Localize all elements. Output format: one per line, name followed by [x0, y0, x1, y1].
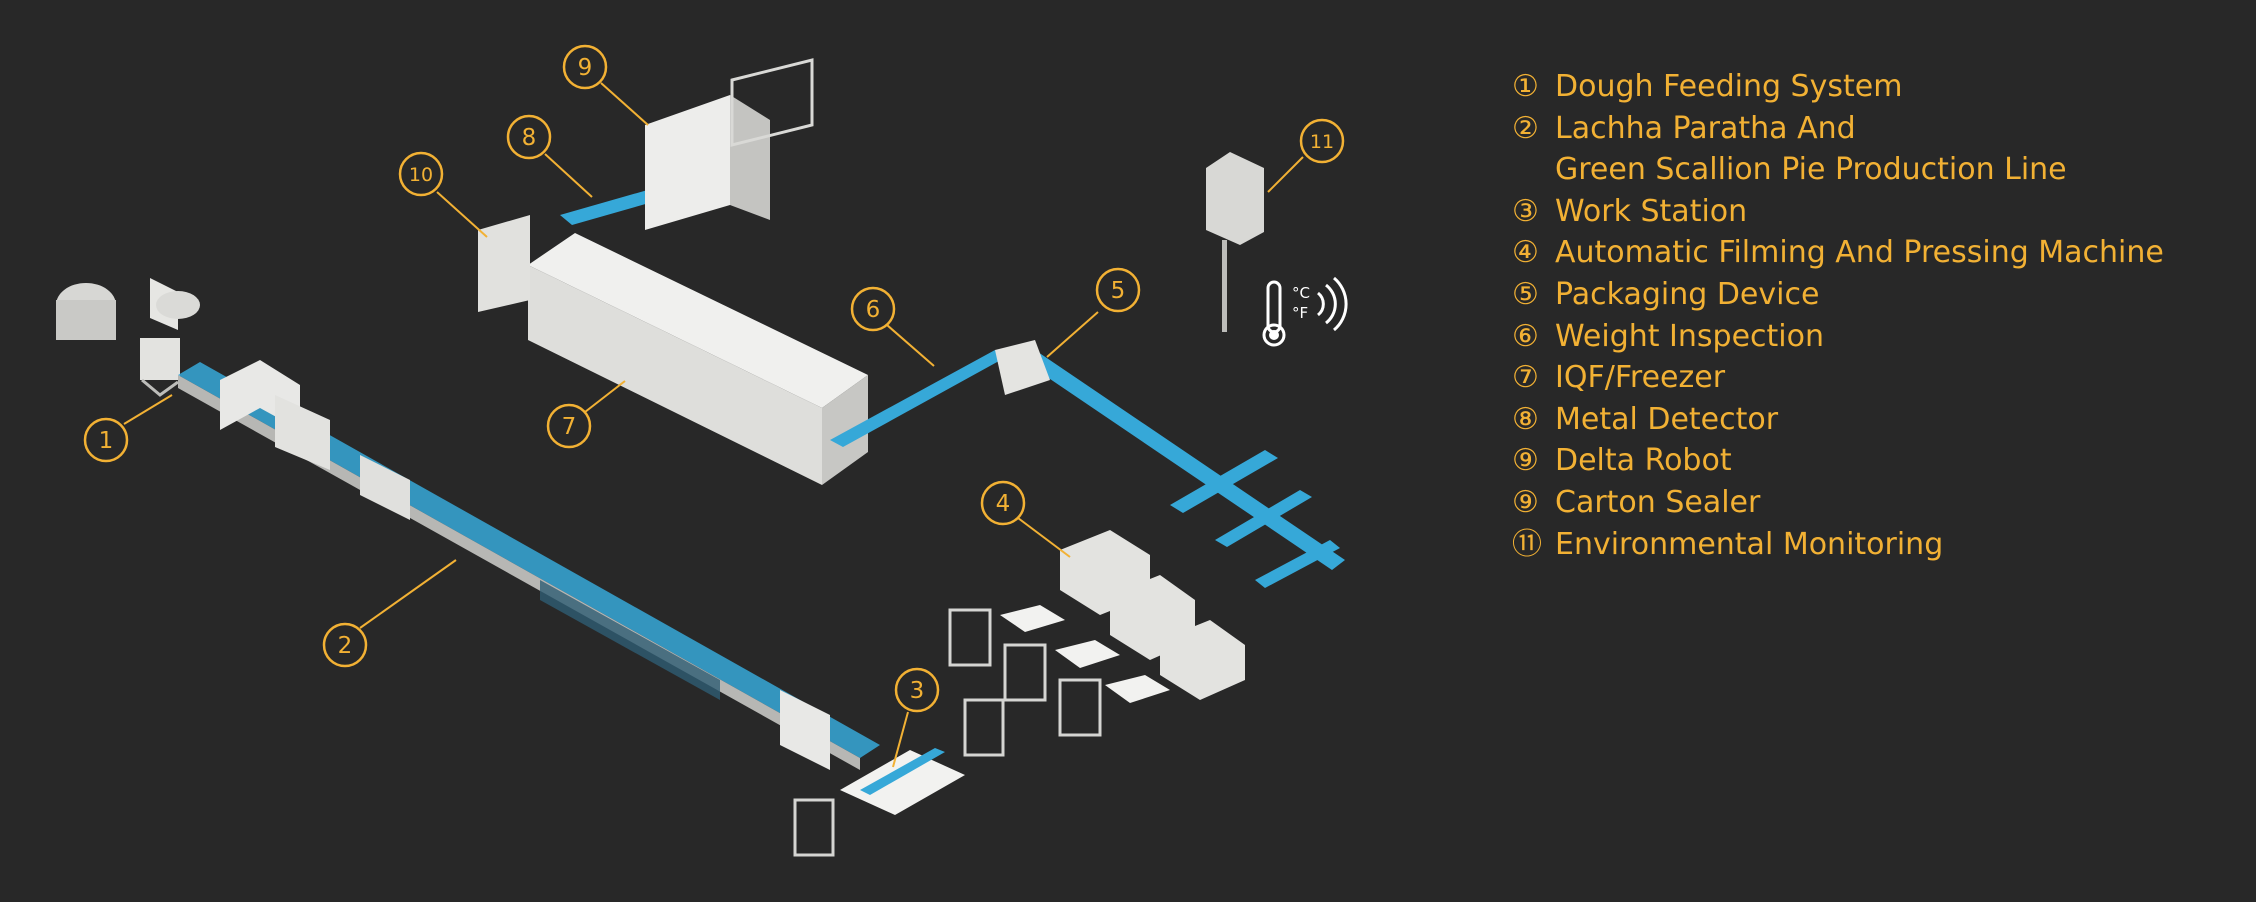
callout-7: 7 [546, 380, 626, 449]
environmental-monitor-illustration [1206, 152, 1264, 332]
legend-item-environmental-monitoring: ⑪ Environmental Monitoring [1512, 524, 2164, 566]
legend-number: ⑦ [1512, 360, 1539, 396]
callout-1-label: 1 [99, 428, 114, 454]
legend-item-packaging: ⑤ Packaging Device [1512, 274, 2164, 316]
work-station-illustration [793, 605, 1170, 857]
callout-6: 6 [850, 286, 935, 367]
wireless-signal-icon [1316, 276, 1348, 332]
callout-11-label: 11 [1310, 131, 1334, 153]
legend-text: Lachha Paratha And Green Scallion Pie Pr… [1555, 110, 2067, 188]
upper-packing-illustration [478, 58, 814, 312]
callout-7-label: 7 [562, 414, 577, 440]
legend-item-paratha-line: ② Lachha Paratha And Green Scallion Pie … [1512, 108, 2164, 191]
legend-text: Carton Sealer [1555, 484, 1761, 520]
legend-text: Work Station [1555, 193, 1748, 229]
callout-8-label: 8 [522, 125, 537, 151]
legend-item-weight-inspection: ⑥ Weight Inspection [1512, 316, 2164, 358]
legend-item-carton-sealer: ⑨ Carton Sealer [1512, 482, 2164, 524]
legend-item-metal-detector: ⑧ Metal Detector [1512, 399, 2164, 441]
celsius-unit: °C [1292, 284, 1310, 302]
callout-2-label: 2 [338, 633, 353, 659]
packaging-area-illustration [830, 340, 1345, 700]
legend-number: ③ [1512, 193, 1539, 229]
callout-10-label: 10 [409, 164, 433, 186]
legend-text: Weight Inspection [1555, 318, 1825, 354]
legend-item-freezer: ⑦ IQF/Freezer [1512, 357, 2164, 399]
callout-3-label: 3 [910, 678, 925, 704]
legend-item-filming-pressing: ④ Automatic Filming And Pressing Machine [1512, 232, 2164, 274]
callout-5-label: 5 [1111, 278, 1126, 304]
legend-number: ① [1512, 69, 1539, 104]
callout-9: 9 [562, 44, 649, 126]
callout-3: 3 [892, 667, 940, 768]
legend-text: Automatic Filming And Pressing Machine [1555, 235, 2164, 271]
thermometer-icon [1262, 280, 1286, 347]
legend-item-delta-robot: ⑨ Delta Robot [1512, 440, 2164, 482]
callout-5: 5 [1046, 267, 1141, 358]
callout-1: 1 [83, 394, 173, 463]
callout-8: 8 [506, 114, 593, 198]
callout-4: 4 [980, 480, 1071, 558]
dough-feeding-system-illustration [56, 278, 200, 397]
legend-item-work-station: ③ Work Station [1512, 191, 2164, 233]
legend-text: Environmental Monitoring [1555, 526, 1944, 562]
callout-11: 11 [1267, 118, 1345, 193]
legend-number: ⑧ [1512, 401, 1539, 437]
legend-number: ⑤ [1512, 276, 1539, 312]
legend-text: IQF/Freezer [1555, 360, 1726, 396]
legend-number: ⑨ [1512, 443, 1539, 479]
legend-item-dough-feeding: ① Dough Feeding System [1512, 66, 2164, 108]
legend-number: ② [1512, 110, 1539, 146]
legend-number: ⑨ [1512, 484, 1539, 520]
legend: ① Dough Feeding System ② Lachha Paratha … [1512, 66, 2164, 565]
callout-6-label: 6 [866, 297, 881, 323]
legend-text: Delta Robot [1555, 443, 1732, 479]
legend-number: ⑪ [1512, 526, 1542, 562]
fahrenheit-unit: °F [1292, 304, 1308, 322]
legend-text: Dough Feeding System [1555, 69, 1903, 104]
callout-10: 10 [398, 151, 488, 238]
legend-text: Packaging Device [1555, 276, 1820, 312]
legend-text: Metal Detector [1555, 401, 1779, 437]
callout-2: 2 [322, 559, 457, 668]
legend-number: ④ [1512, 235, 1539, 271]
callout-9-label: 9 [578, 55, 593, 81]
paratha-production-line-illustration [178, 360, 880, 770]
iqf-freezer-illustration [528, 233, 868, 485]
legend-number: ⑥ [1512, 318, 1539, 354]
callout-4-label: 4 [996, 491, 1011, 517]
